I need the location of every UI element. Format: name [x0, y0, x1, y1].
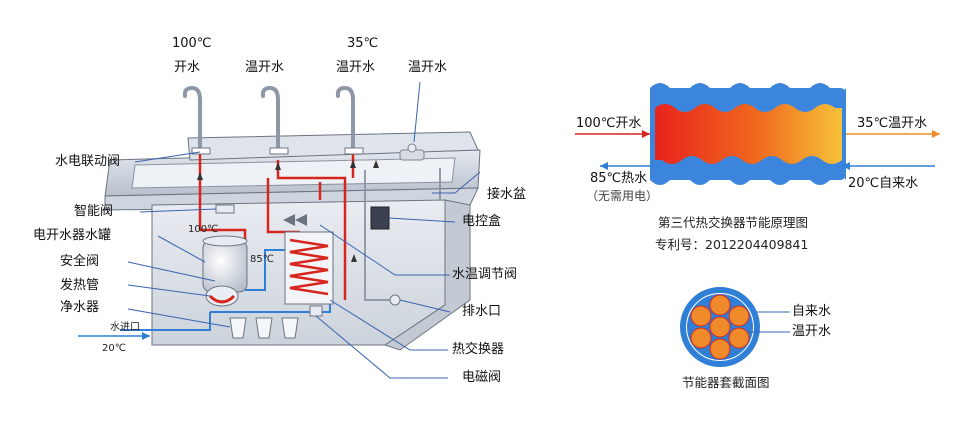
inlet-arrow [78, 332, 150, 340]
label-control-box: 电控盒 [462, 214, 502, 229]
cross-section-diagram [680, 287, 790, 367]
warm-tap [399, 143, 425, 161]
inner-temp-85: 85℃ [250, 254, 274, 265]
hot-in-arrow [575, 130, 650, 138]
temp-35-label: 35℃ [347, 36, 379, 51]
label-water-purifier: 净水器 [60, 300, 100, 315]
heat-exchanger-diagram [575, 83, 940, 185]
tap-label-warm-2: 温开水 [336, 60, 376, 75]
label-sink-basin: 接水盆 [487, 187, 527, 202]
label-solenoid-valve: 电磁阀 [462, 370, 502, 385]
control-box [370, 206, 390, 230]
boiler-tank [202, 235, 248, 293]
water-filters [229, 317, 299, 339]
inner-temp-100: 100℃ [188, 224, 219, 235]
patent-number: 专利号：2012204409841 [655, 237, 809, 252]
faucet [182, 85, 355, 152]
temp-valve [283, 214, 307, 226]
label-safety-valve: 安全阀 [60, 254, 100, 269]
hot-out-note: （无需用电） [586, 189, 659, 203]
callout-lines [127, 81, 481, 379]
cold-in-arrow [842, 162, 935, 170]
drain-outlet [389, 294, 401, 306]
temp-100-label: 100℃ [172, 36, 212, 51]
service-pipes [364, 168, 441, 301]
cross-label-tap-water: 自来水 [792, 304, 832, 319]
label-drain: 排水口 [462, 304, 502, 319]
heating-element [205, 285, 239, 307]
cross-section-caption: 节能器套截面图 [682, 375, 770, 390]
tap-label-warm-3: 温开水 [408, 60, 448, 75]
tap-label-boiling: 开水 [174, 60, 201, 75]
inlet-label: 水进口 [110, 322, 140, 333]
label-smart-valve: 智能阀 [74, 204, 114, 219]
heat-exchanger-coil [284, 231, 334, 305]
cross-label-warm-water: 温开水 [792, 324, 832, 339]
label-boiler-tank: 电开水器水罐 [33, 228, 112, 243]
hot-out-arrow [600, 162, 655, 170]
inlet-temp: 20℃ [102, 343, 126, 354]
exchanger-caption: 第三代热交换器节能原理图 [658, 215, 809, 230]
label-power-water-valve: 水电联动阀 [55, 154, 121, 169]
hot-in-label: 100℃开水 [576, 116, 642, 131]
up-arrows [197, 160, 379, 262]
label-temp-adjust-valve: 水温调节阀 [452, 267, 518, 282]
label-heating-tube: 发热管 [60, 278, 100, 293]
tap-label-warm-1: 温开水 [245, 60, 285, 75]
solenoid-valve [309, 305, 323, 317]
hot-out-temp-label: 85℃热水 [590, 171, 648, 186]
cold-in-label: 20℃自来水 [848, 176, 919, 191]
warm-out-arrow [846, 130, 940, 138]
warm-out-label: 35℃温开水 [857, 116, 928, 131]
water-dispenser-machine [78, 85, 481, 351]
smart-valve [215, 204, 235, 214]
label-heat-exchanger: 热交换器 [452, 342, 505, 357]
